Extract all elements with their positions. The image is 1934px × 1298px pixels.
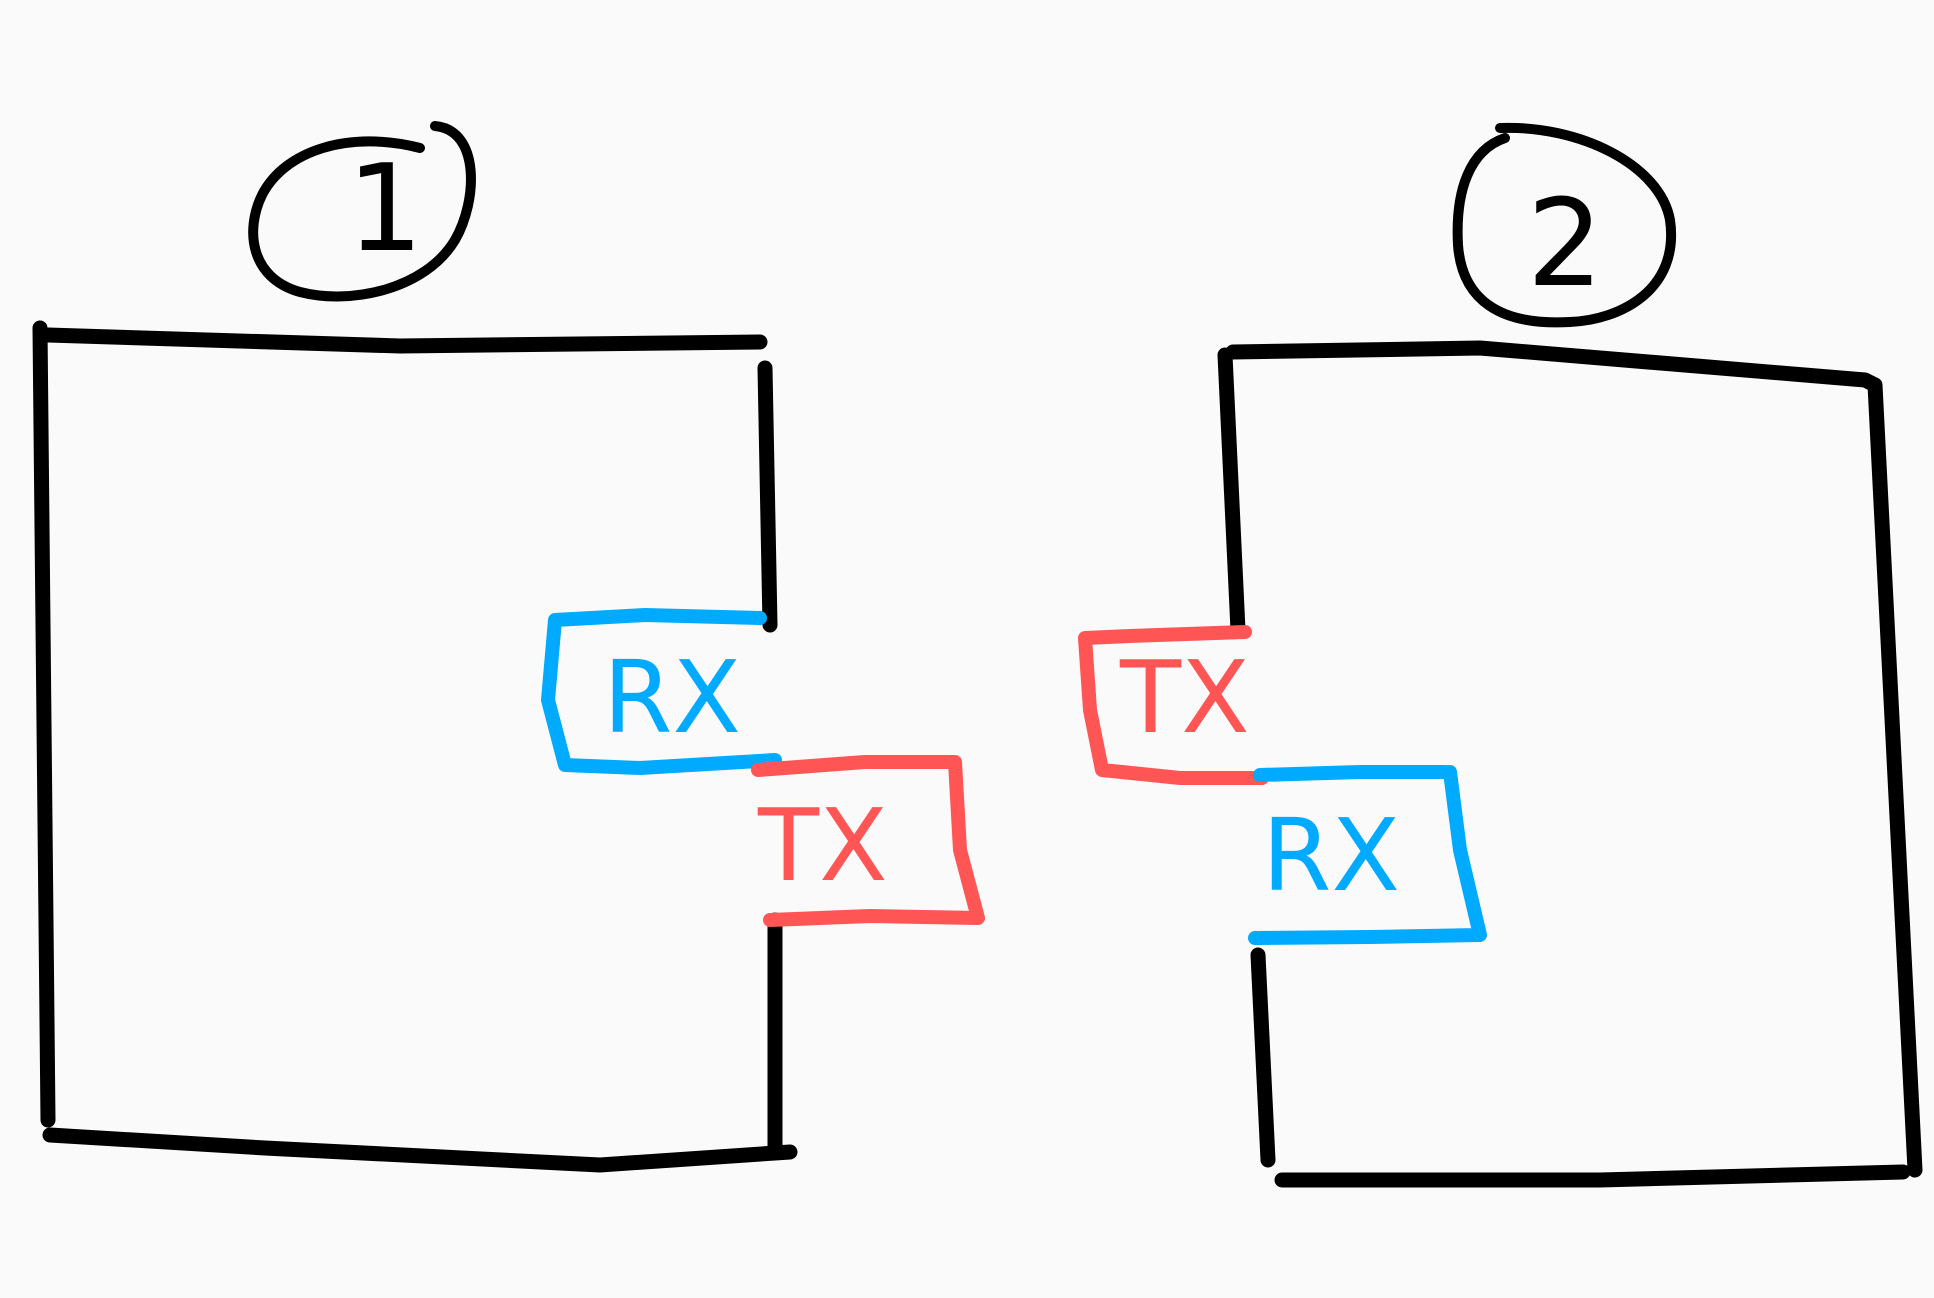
- device-1-rx-label: RX: [603, 639, 741, 756]
- device-2-tx-label: TX: [1119, 639, 1250, 756]
- device-1-tx-port: TX: [751, 755, 985, 927]
- device-1-rx-port: RX: [541, 608, 782, 775]
- device-2-outline: [1217, 340, 1923, 1188]
- device-1-outline: [32, 320, 798, 1173]
- device-2-rx-port: RX: [1248, 765, 1487, 945]
- device-2-tx-port: TX: [1078, 625, 1269, 785]
- device-1-number-label: 1: [347, 140, 423, 279]
- device-2: 2 TX RX: [1078, 122, 1923, 1188]
- device-2-number-badge: 2: [1452, 122, 1677, 328]
- device-1-number-badge: 1: [248, 121, 476, 302]
- device-1-tx-label: TX: [757, 787, 888, 904]
- device-1: 1 RX TX: [32, 121, 985, 1173]
- device-2-number-label: 2: [1527, 175, 1603, 314]
- device-2-rx-label: RX: [1262, 797, 1400, 914]
